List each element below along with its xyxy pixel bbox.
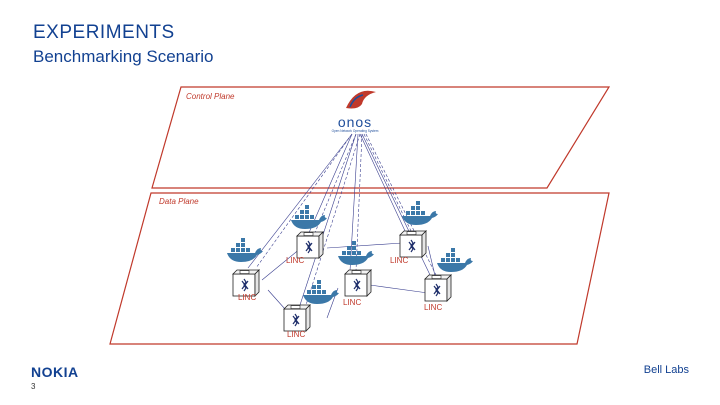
linc-label-1: LINC bbox=[238, 293, 256, 302]
page-number: 3 bbox=[31, 382, 36, 391]
linc-label-4: LINC bbox=[390, 256, 408, 265]
linc-switch-6: LINC bbox=[424, 248, 473, 312]
link-4b bbox=[355, 133, 363, 272]
docker-whale-icon bbox=[291, 205, 327, 229]
nokia-logo: NOKIA bbox=[31, 364, 79, 380]
link-5a bbox=[359, 133, 407, 234]
linc-label-3: LINC bbox=[343, 298, 361, 307]
link-1a bbox=[247, 133, 353, 269]
link-3a bbox=[299, 133, 357, 306]
switch-box-icon bbox=[296, 231, 324, 259]
onos-bird-icon bbox=[346, 90, 376, 109]
control-plane-label: Control Plane bbox=[186, 92, 235, 101]
onos-logo: onos Open Network Operating System bbox=[332, 90, 379, 133]
page-title: EXPERIMENTS bbox=[33, 22, 175, 43]
control-links bbox=[247, 133, 439, 306]
page-subtitle: Benchmarking Scenario bbox=[33, 47, 214, 66]
switch-box-icon bbox=[344, 269, 372, 297]
bell-labs-label: Bell Labs bbox=[643, 364, 689, 376]
linc-switch-5: LINC bbox=[283, 280, 339, 339]
link-6b bbox=[365, 133, 439, 280]
switch-box-icon bbox=[399, 230, 427, 258]
docker-whale-icon bbox=[338, 241, 374, 265]
data-plane bbox=[109, 192, 610, 345]
data-plane-label: Data Plane bbox=[159, 197, 199, 206]
docker-whale-icon bbox=[437, 248, 473, 272]
switch-box-icon bbox=[283, 304, 311, 332]
linc-label-5: LINC bbox=[287, 330, 305, 339]
onos-wordmark: onos bbox=[338, 114, 372, 130]
switch-box-icon bbox=[424, 274, 452, 302]
docker-whale-icon bbox=[227, 238, 263, 262]
link-1b bbox=[255, 133, 353, 269]
docker-whale-icon bbox=[402, 201, 438, 225]
linc-switch-3: LINC bbox=[338, 241, 374, 307]
linc-switch-1: LINC bbox=[227, 238, 263, 302]
link-2a bbox=[307, 133, 353, 236]
onos-tagline: Open Network Operating System bbox=[332, 129, 379, 133]
control-plane bbox=[151, 86, 611, 189]
linc-label-2: LINC bbox=[286, 256, 304, 265]
linc-switch-2: LINC bbox=[286, 205, 327, 265]
link-4a bbox=[349, 133, 359, 272]
linc-switch-4: LINC bbox=[390, 201, 438, 265]
data-links bbox=[261, 242, 437, 319]
linc-label-6: LINC bbox=[424, 303, 442, 312]
